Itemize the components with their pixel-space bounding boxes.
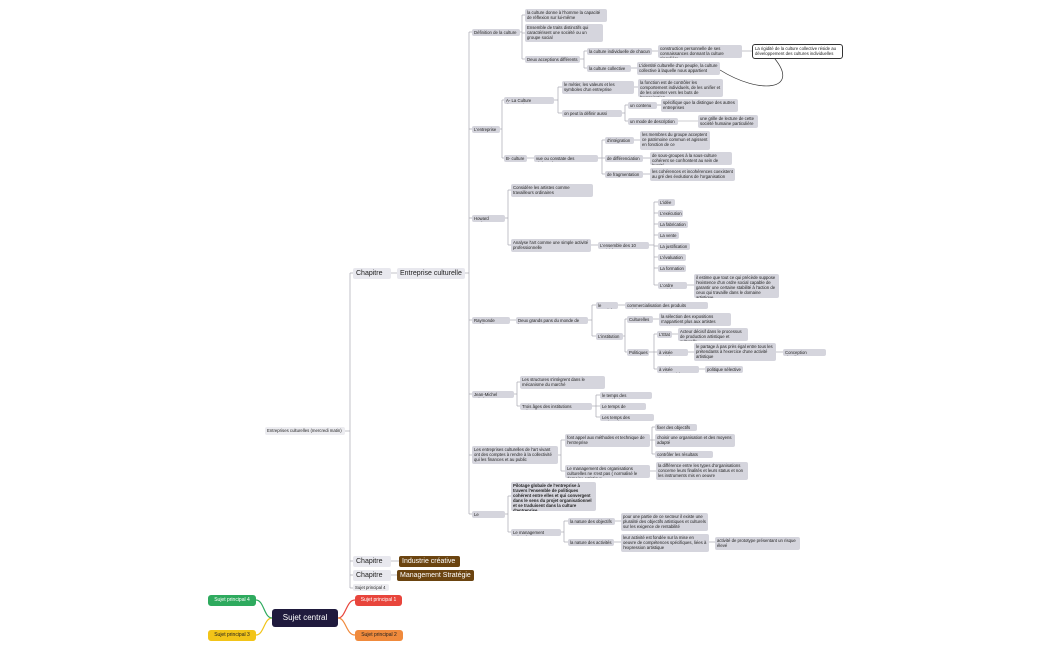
entreprises-art-vivant-node[interactable]: Les entreprises culturelles de l'art viv… (472, 446, 558, 464)
annotation-link (719, 58, 783, 87)
culturelles-node[interactable]: Culturelles (627, 316, 653, 323)
entreprise-node[interactable]: L'entreprise (472, 126, 500, 133)
partage-egal-node[interactable]: le partage à pas près égal entre tous le… (694, 343, 776, 361)
activite-vente-node[interactable]: La vente (658, 232, 679, 239)
choisir-organisation-node[interactable]: choisir une organisation et des moyens a… (655, 434, 735, 447)
link-sujet-4 (255, 599, 273, 619)
nature-objectifs-node[interactable]: la nature des objectifs (568, 518, 615, 525)
phenomenes-node[interactable]: vue ou constate des phénomènes (534, 155, 598, 162)
mode-description-node[interactable]: un mode de description (628, 118, 678, 125)
metier-valeurs-node[interactable]: le métier, les valeurs et les symboles d… (562, 81, 634, 94)
fragmentation-node[interactable]: de fragmentation (605, 171, 643, 178)
activite-idee-node[interactable]: L'idée (658, 199, 675, 206)
structures-marche-node[interactable]: Les structures s'intègrent dans le mécan… (520, 376, 605, 389)
link-sujet-3 (255, 617, 273, 636)
definir-aussi-node[interactable]: on peut la définir aussi comme (562, 110, 622, 117)
selection-expositions-node[interactable]: la sélection des expositions n'appartien… (659, 313, 731, 326)
raymonde-moulin-node[interactable]: Raymonde Moulin (472, 317, 510, 324)
temps-proprietaires-node[interactable]: le temps des propriétaires (600, 392, 652, 399)
acteur-decisif-node[interactable]: Acteur décisif dans le processus de prod… (678, 328, 748, 341)
fixer-objectifs-node[interactable]: fixer des objectifs (655, 424, 697, 431)
culture-collective-node[interactable]: la culture collective (587, 65, 631, 72)
temps-actionnaires-node[interactable]: Les temps des actionnaires (600, 414, 654, 421)
activite-prototype-node[interactable]: activité de prototype présentant un risq… (715, 537, 800, 550)
culture-individuelle-node[interactable]: la culture individuelle de chacun (587, 48, 652, 55)
jean-michel-tobelem-node[interactable]: Jean-Michel Tobelem (472, 391, 514, 398)
pilotage-globale-node[interactable]: Pilotage globale de l'entreprise à trave… (511, 482, 596, 511)
chapitre-1-node[interactable]: Chapitre 1 (353, 268, 391, 279)
culture-entreprise-node[interactable]: A- La Culture d'entreprise (504, 97, 554, 104)
management-organisations-node[interactable]: Le management des organisations culturel… (565, 465, 650, 478)
construction-personnelle-node[interactable]: construction personnelle de ses connaiss… (658, 45, 742, 58)
patrimoine-commun-node[interactable]: les membres du groupe acceptent ce patri… (640, 131, 710, 150)
art-activite-node[interactable]: Analyse l'art comme une simple activité … (511, 239, 591, 252)
link-sujet-2 (337, 617, 356, 636)
deux-pans-node[interactable]: Deux grands pans du monde de l'art (516, 317, 588, 324)
activite-justification-node[interactable]: La justification (658, 243, 690, 250)
management-culturel-node[interactable]: Le management culturel (511, 529, 561, 536)
chapitre-3-node[interactable]: Chapitre 3 (353, 570, 391, 581)
entreprise-culturelle-node[interactable]: Entreprise culturelle (397, 268, 465, 279)
b-culture-node[interactable]: B- culture (504, 155, 527, 162)
chapitre-2-node[interactable]: Chapitre 2 (353, 556, 391, 567)
activite-formation-node[interactable]: La formation (658, 265, 686, 272)
artistes-travailleurs-node[interactable]: Considère les artistes comme travailleur… (511, 184, 593, 197)
politiques-node[interactable]: Politiques (627, 349, 649, 356)
sujet-principal-2-node[interactable]: Sujet principal 2 (355, 630, 403, 641)
sujet-principal-3-node[interactable]: Sujet principal 3 (208, 630, 256, 641)
commercialisation-node[interactable]: commercialisation des produits artistiqu… (625, 302, 708, 309)
sujet-principal-1-node[interactable]: Sujet principal 1 (355, 595, 402, 606)
activite-evaluation-node[interactable]: L'évaluation (658, 254, 686, 261)
un-contenu-node[interactable]: un contenu (628, 102, 657, 109)
annotation-rigidite-note[interactable]: La rigidité de la culture collective rés… (752, 44, 843, 59)
root-node[interactable]: Entreprises culturelles (mercredi matin) (265, 427, 345, 435)
grille-lecture-node[interactable]: une grille de lecture de cette société h… (698, 115, 758, 128)
def-traits-node[interactable]: Ensemble de traits distinctifs qui carac… (525, 24, 603, 42)
visee-sociale-node[interactable]: à visée sociale (657, 349, 688, 356)
politique-selective-node[interactable]: politique sélective (705, 366, 743, 373)
central-topic-node[interactable]: Sujet central (272, 609, 338, 627)
integration-node[interactable]: d'intégration (605, 137, 634, 144)
coherences-node[interactable]: les cohérences et incohérences coexisten… (650, 168, 735, 181)
industrie-creative-node[interactable]: Industrie créative (399, 556, 460, 567)
competences-specifiques-node[interactable]: leur activité est fondée sur la mise en … (621, 534, 709, 552)
le-marche-node[interactable]: le marché (596, 302, 618, 309)
def-capacite-node[interactable]: la culture donne à l'homme la capacité d… (525, 9, 607, 22)
sous-groupes-node[interactable]: de sous-groupes à la sous-culture cohére… (650, 152, 732, 165)
management-strategie-node[interactable]: Management Stratégie (397, 570, 474, 581)
activite-execution-node[interactable]: L'exécution (658, 210, 683, 217)
trois-ages-node[interactable]: Trois âges des institutions culturelles (520, 403, 592, 410)
etat-node[interactable]: L'Etat (657, 331, 672, 338)
difference-types-node[interactable]: la différence entre les types d'organisa… (656, 462, 748, 480)
fonction-controler-node[interactable]: la fonction est de contrôler les comport… (638, 79, 723, 97)
methodes-techniques-node[interactable]: font appel aux méthodes et technique de … (565, 434, 650, 447)
sujet-principal-4-leaf[interactable]: Sujet principal 4 (353, 584, 389, 591)
controler-resultats-node[interactable]: contrôler les résultats obtenus (655, 451, 713, 458)
definition-culture-node[interactable]: Définition de la culture (472, 29, 520, 36)
sujet-principal-4-node[interactable]: Sujet principal 4 (208, 595, 256, 606)
link-sujet-1 (337, 599, 356, 619)
howard-becker-node[interactable]: Howard Becker (472, 215, 505, 222)
visee-patrimoniale-node[interactable]: à visée patrimoniale (657, 366, 699, 373)
conception-pluraliste-node[interactable]: Conception pluraliste (783, 349, 826, 356)
activite-fabrication-node[interactable]: La fabrication (658, 221, 688, 228)
temps-managers-node[interactable]: Le temps de managers (600, 403, 646, 410)
nature-activites-node[interactable]: la nature des activités (568, 539, 614, 546)
dix-activites-node[interactable]: L'ensemble des 10 activités (598, 242, 649, 249)
le-management-node[interactable]: Le management (472, 511, 505, 518)
differenciation-node[interactable]: de différenciation (605, 155, 643, 162)
activite-ordre-social-node[interactable]: L'ordre social (658, 282, 687, 289)
ordre-social-detail-node[interactable]: il estime que tout ce qui précède suppos… (694, 274, 779, 298)
institution-node[interactable]: L'institution (596, 333, 623, 340)
def-acceptions-node[interactable]: Deux acceptions différents (525, 56, 580, 63)
pluralite-objectifs-node[interactable]: pour une partie de ce secteur il existe … (621, 513, 708, 531)
identite-culturelle-node[interactable]: L'identité culturelle d'un peuple, la cu… (637, 62, 720, 75)
specifique-distingue-node[interactable]: spécifique que la distingue des autres e… (661, 99, 738, 112)
